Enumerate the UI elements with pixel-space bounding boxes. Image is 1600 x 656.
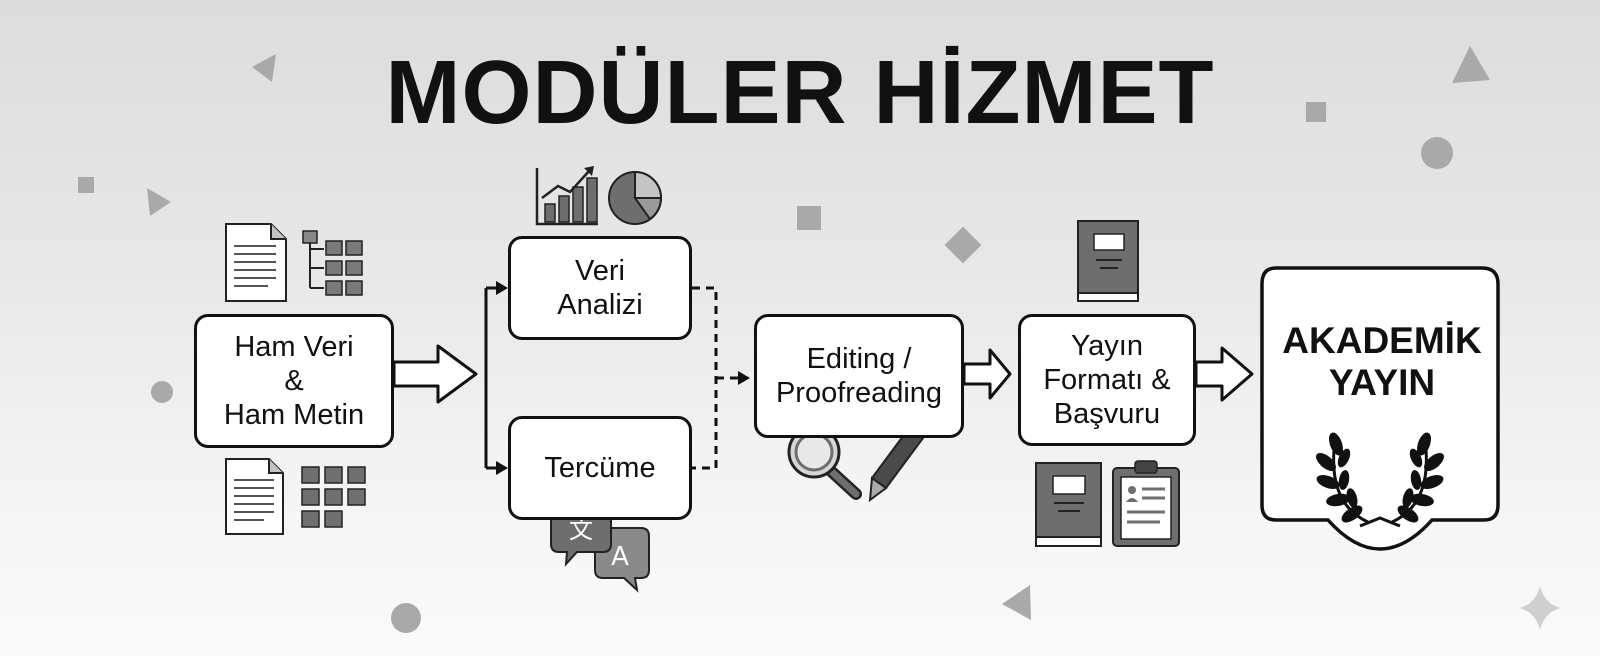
node-editing-label: Editing / Proofreading bbox=[775, 343, 943, 409]
node-raw-data: Ham Veri & Ham Metin bbox=[194, 314, 394, 448]
decor-triangle-icon bbox=[252, 54, 276, 82]
decor-circle-icon bbox=[151, 381, 173, 403]
document-icon bbox=[225, 223, 287, 302]
block-arrow bbox=[1194, 346, 1254, 402]
decor-square-icon bbox=[1306, 102, 1326, 122]
decor-triangle-icon bbox=[1452, 46, 1490, 83]
merge-dashed-line bbox=[692, 286, 718, 470]
decor-diamond-icon bbox=[944, 226, 982, 264]
node-translation-label: Tercüme bbox=[544, 452, 656, 484]
table-grid-icon bbox=[301, 466, 366, 528]
node-raw-data-label: Ham Veri & Ham Metin bbox=[223, 331, 365, 431]
bar-chart-icon bbox=[535, 166, 598, 226]
decor-square-icon bbox=[797, 206, 821, 230]
sparkle-icon bbox=[1520, 586, 1560, 630]
node-translation: Tercüme bbox=[508, 416, 692, 520]
tree-structure-icon bbox=[302, 230, 363, 296]
node-publication-format: Yayın Formatı & Başvuru bbox=[1018, 314, 1196, 446]
node-editing: Editing / Proofreading bbox=[754, 314, 964, 438]
pie-chart-icon bbox=[608, 170, 663, 225]
node-publication-format-label: Yayın Formatı & Başvuru bbox=[1043, 330, 1171, 430]
document-icon bbox=[225, 458, 284, 535]
decor-circle-icon bbox=[391, 603, 421, 633]
node-data-analysis-label: Veri Analizi bbox=[557, 255, 643, 321]
final-badge bbox=[1260, 266, 1500, 551]
decor-triangle-icon bbox=[147, 188, 171, 216]
decor-triangle-icon bbox=[1002, 585, 1031, 620]
svg-text:A: A bbox=[611, 542, 629, 572]
book-icon bbox=[1035, 462, 1102, 547]
node-data-analysis: Veri Analizi bbox=[508, 236, 692, 340]
block-arrow bbox=[962, 348, 1012, 400]
background-decorations bbox=[78, 46, 1560, 633]
connectors bbox=[392, 281, 1254, 475]
block-arrow bbox=[392, 344, 478, 404]
clipboard-icon bbox=[1112, 460, 1180, 547]
node-academic-publication-label: AKADEMİK YAYIN bbox=[1282, 320, 1482, 403]
decor-square-icon bbox=[78, 177, 94, 193]
laurel-wreath-icon bbox=[1316, 432, 1444, 528]
decor-circle-icon bbox=[1421, 137, 1453, 169]
page-title: MODÜLER HİZMET bbox=[385, 43, 1215, 143]
svg-text:文: 文 bbox=[569, 516, 593, 544]
book-icon bbox=[1077, 220, 1139, 302]
